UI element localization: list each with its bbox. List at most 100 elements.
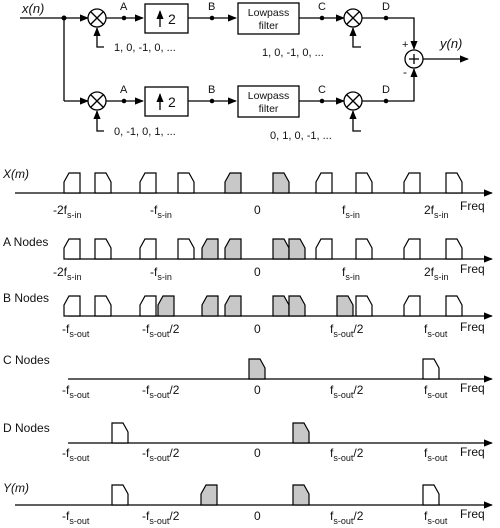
- spectral-replica: [94, 172, 112, 194]
- top-mixer-2-seq: 1, 0, -1, 0, ...: [262, 47, 324, 59]
- sum-plus-sign: +: [402, 39, 408, 51]
- tick-labels: -fs-out -fs-out/2 0 fs-out/2 fs-out: [62, 383, 448, 400]
- tick-label: fs-out: [424, 383, 448, 400]
- top-node-d: [383, 15, 389, 21]
- spectrum-d: D Nodes -fs-out -fs-out/2 0 fs-out/2 fs-…: [3, 421, 493, 463]
- tick-label: 2fs-in: [424, 203, 449, 220]
- spectral-replica: [403, 172, 421, 194]
- spectral-replica: [355, 172, 373, 194]
- spectral-replica: [272, 172, 290, 194]
- summing-junction: [404, 49, 424, 69]
- tick-label: fs-in: [342, 265, 360, 282]
- bottom-node-d: [383, 98, 389, 104]
- spectral-replica: [224, 238, 242, 260]
- spectral-replica: [94, 238, 112, 260]
- top-mixer-1: [87, 8, 107, 28]
- spectral-replica: [445, 172, 463, 194]
- spectral-replica: [139, 238, 157, 260]
- spectrum-label: A Nodes: [3, 235, 48, 249]
- spectral-replica: [445, 295, 463, 317]
- spectral-replicas: [63, 172, 463, 194]
- tick-label: -fs-in: [150, 265, 172, 282]
- spectrum-c: C Nodes -fs-out -fs-out/2 0 fs-out/2 fs-…: [3, 353, 493, 400]
- top-mixer-2-feed: [349, 27, 361, 48]
- top-upsample-factor: 2: [168, 11, 176, 27]
- spectrum-label: D Nodes: [3, 421, 50, 435]
- tick-label: 0: [254, 322, 261, 336]
- bottom-lowpass-filter: [237, 85, 300, 118]
- tick-label: -fs-out/2: [142, 446, 180, 463]
- bottom-label-d: D: [382, 84, 390, 96]
- tick-label: -fs-in: [150, 203, 172, 220]
- bottom-label-b: B: [208, 84, 215, 96]
- spectrum-label: C Nodes: [3, 353, 50, 367]
- tick-label: -fs-out/2: [142, 509, 180, 526]
- spectral-replica: [445, 238, 463, 260]
- tick-label: fs-out/2: [330, 446, 364, 463]
- spectral-replica: [157, 295, 175, 317]
- spectral-replica: [248, 358, 266, 380]
- block-diagram: x(n) 1, 0, -1, 0, ... A 2 B Lowpass filt…: [20, 1, 469, 142]
- bottom-lpf-line2: filter: [259, 103, 279, 115]
- sum-minus-sign: -: [403, 65, 407, 79]
- spectral-replica: [288, 238, 306, 260]
- spectral-replica: [292, 422, 310, 444]
- spectral-replica: [200, 484, 218, 506]
- tick-labels: -2fs-in -fs-in 0 fs-in 2fs-in: [53, 203, 449, 220]
- spectral-replica: [111, 484, 129, 506]
- tick-label: 0: [254, 383, 261, 397]
- freq-label: Freq: [460, 507, 485, 521]
- spectral-replica: [224, 295, 242, 317]
- top-node-b: [209, 15, 215, 21]
- spectral-replica: [403, 238, 421, 260]
- top-upsample-box: [144, 3, 189, 34]
- spectral-replica: [403, 295, 421, 317]
- tick-labels: -fs-out -fs-out/2 0 fs-out/2 fs-out: [62, 509, 448, 526]
- spectral-replica: [315, 172, 333, 194]
- spectral-replicas: [63, 295, 463, 317]
- tick-label: fs-in: [342, 203, 360, 220]
- freq-label: Freq: [460, 320, 485, 334]
- spectral-replica: [288, 295, 306, 317]
- tick-label: fs-out/2: [330, 509, 364, 526]
- spectrum-label: X(m): [2, 167, 29, 181]
- bottom-mixer-1-feed: [93, 110, 104, 132]
- bottom-upsample-box: [144, 86, 189, 117]
- spectral-replica: [63, 238, 81, 260]
- top-label-b: B: [208, 1, 215, 13]
- bottom-mixer-1: [87, 91, 107, 111]
- top-lowpass-filter: [237, 2, 300, 35]
- output-label: y(n): [439, 36, 462, 51]
- tick-label: fs-out: [424, 446, 448, 463]
- tick-label: -fs-out: [62, 322, 90, 339]
- spectral-replicas: [111, 484, 440, 506]
- freq-label: Freq: [460, 262, 485, 276]
- tick-label: 0: [254, 203, 261, 217]
- spectral-replica: [224, 172, 242, 194]
- tick-labels: -fs-out -fs-out/2 0 fs-out/2 fs-out: [62, 446, 448, 463]
- spectral-replica: [139, 295, 157, 317]
- tick-label: fs-out/2: [330, 322, 364, 339]
- spectral-replica: [177, 238, 195, 260]
- input-label: x(n): [21, 1, 44, 16]
- tick-label: -2fs-in: [53, 265, 82, 282]
- spectral-replica: [355, 295, 373, 317]
- top-lpf-line1: Lowpass: [248, 7, 289, 19]
- freq-label: Freq: [460, 445, 485, 459]
- spectral-replica: [201, 295, 219, 317]
- spectral-replica: [272, 238, 290, 260]
- tick-label: fs-out: [424, 509, 448, 526]
- spectrum-y: Y(m) -fs-out -fs-out/2 0 fs-out/2 fs-out…: [3, 481, 493, 526]
- spectral-replica: [63, 172, 81, 194]
- tick-label: fs-out: [424, 322, 448, 339]
- spectral-replica: [336, 295, 354, 317]
- spectral-replicas: [248, 358, 440, 380]
- top-lpf-line2: filter: [259, 20, 279, 32]
- tick-label: 0: [254, 509, 261, 523]
- bottom-mixer-1-seq: 0, -1, 0, 1, ...: [114, 126, 176, 138]
- spectrum-a: A Nodes -2fs-in -fs-in 0 fs-in 2fs-in Fr…: [3, 235, 493, 282]
- spectral-replica: [139, 172, 157, 194]
- bottom-d-line: [362, 68, 418, 102]
- bottom-mixer-2: [343, 91, 363, 111]
